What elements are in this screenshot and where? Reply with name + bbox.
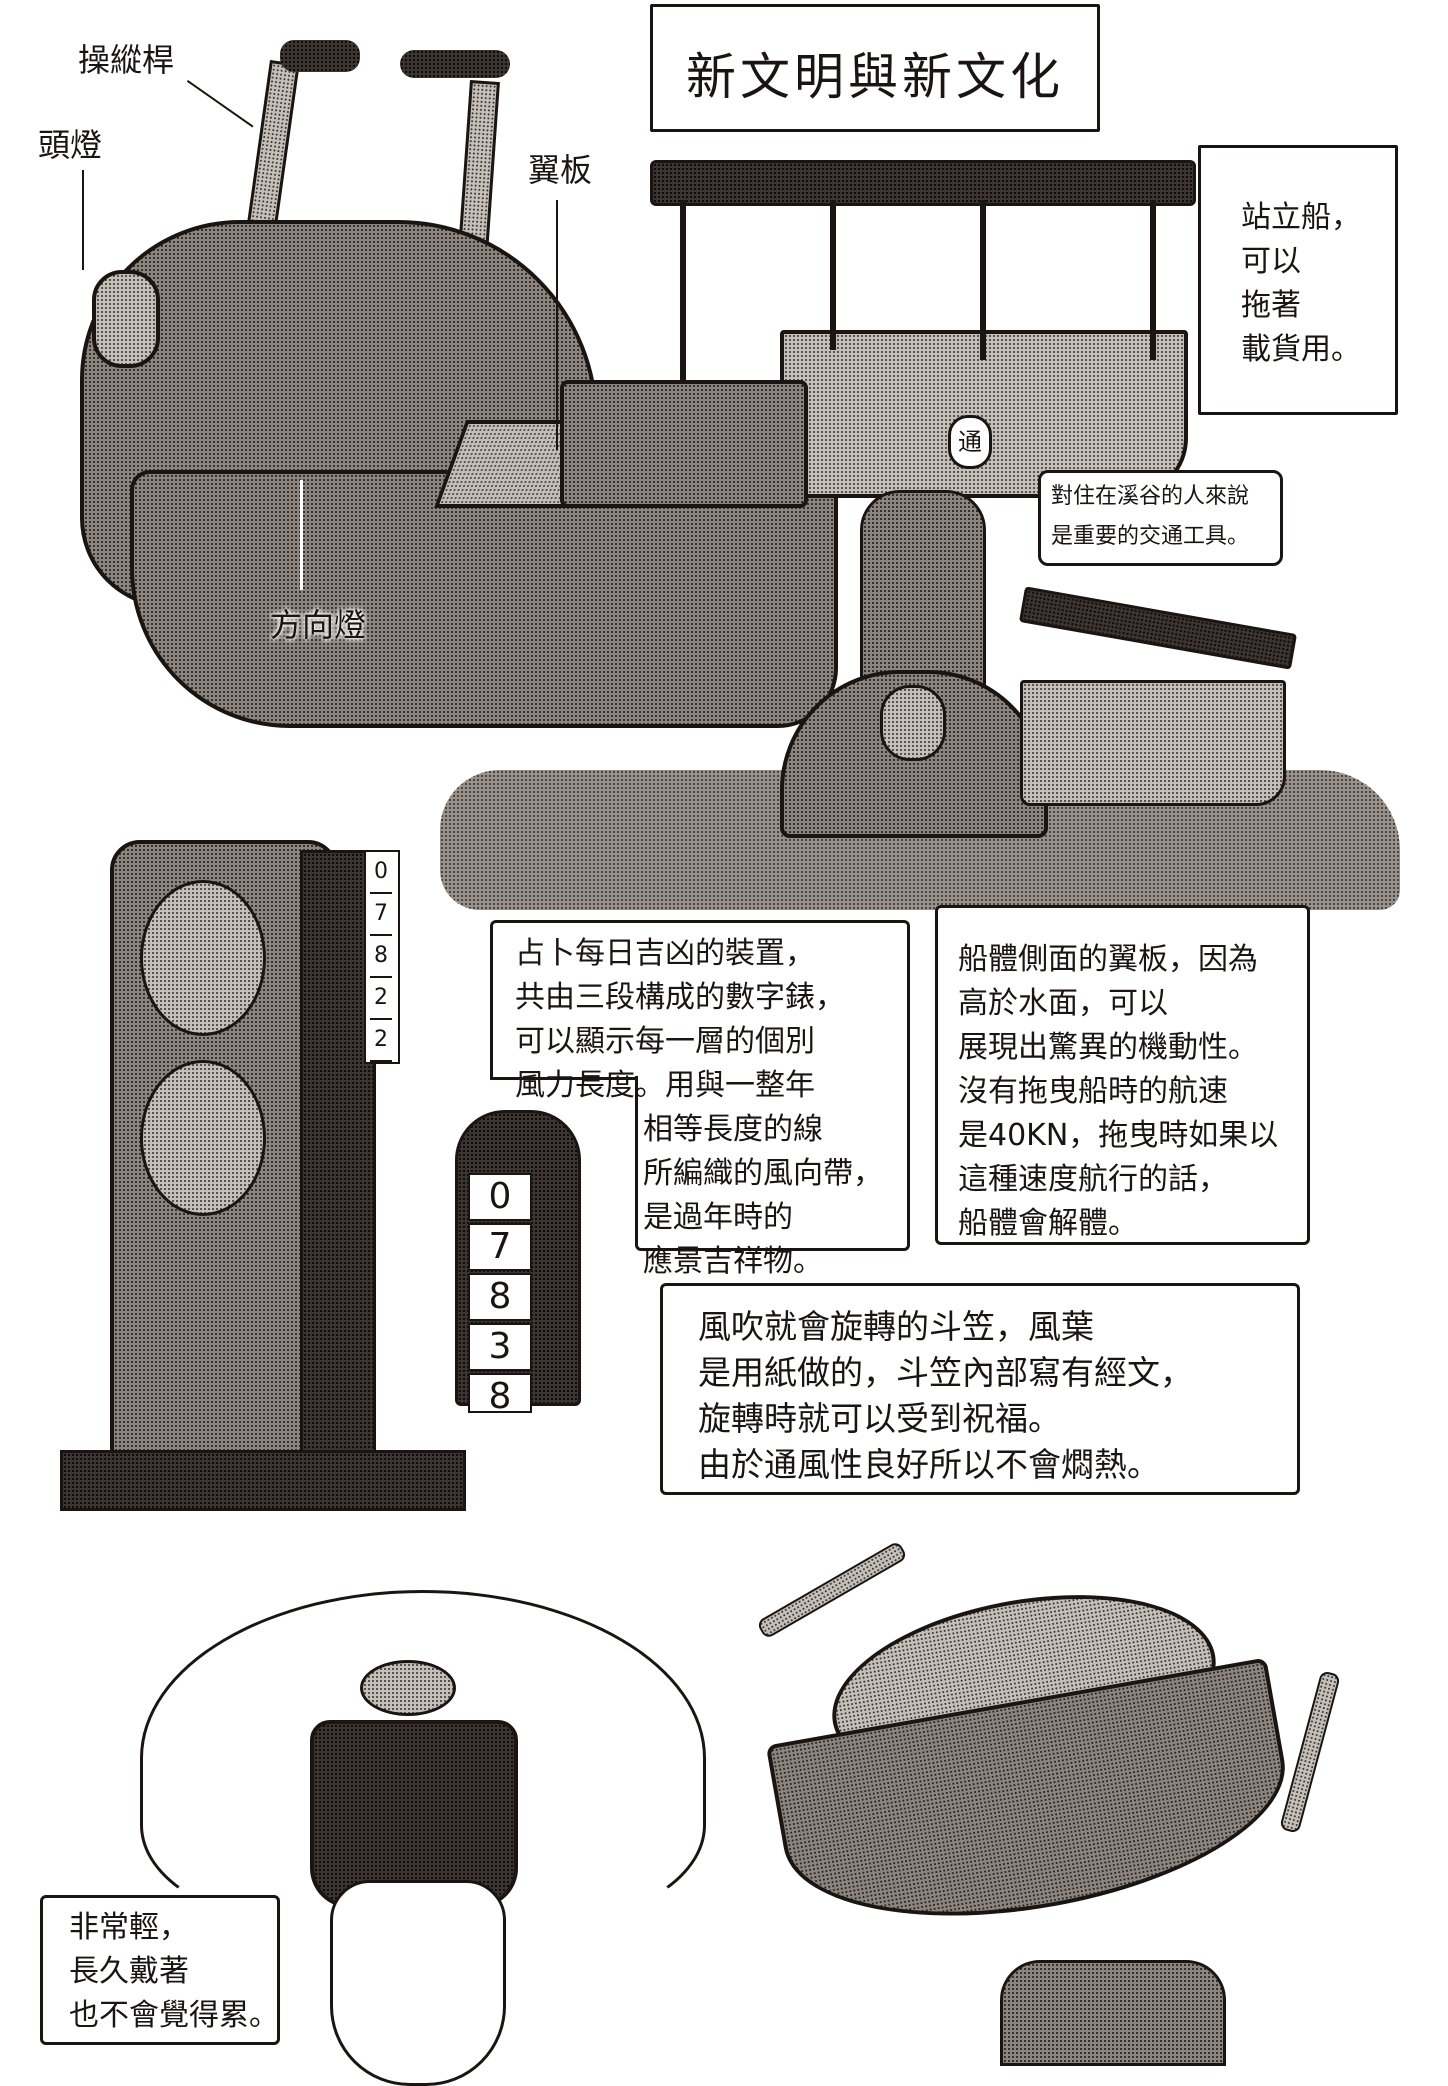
caption-line: 可以 [1241, 244, 1301, 279]
caption-line: 由於通風性良好所以不會燜熱。 [698, 1445, 1160, 1484]
handle-grip-left [280, 40, 360, 72]
side-digit: 8 [370, 936, 392, 978]
closeup-digit: 0 [468, 1173, 532, 1221]
leader-line [556, 200, 558, 450]
canopy-pole [980, 200, 986, 360]
closeup-digit: 8 [468, 1373, 532, 1417]
rider-boat-light [880, 685, 946, 761]
character-shoulder [1000, 1960, 1226, 2066]
page-title: 新文明與新文化 [686, 48, 1064, 106]
caption-line: 高於水面，可以 [958, 986, 1168, 1021]
trailer-badge: 通 [948, 415, 992, 469]
caption-line: 船體側面的翼板，因為 [958, 942, 1258, 977]
handle-grip-right [400, 50, 510, 78]
label-headlight: 頭燈 [38, 126, 103, 164]
label-wing-plate: 翼板 [528, 151, 593, 189]
trailer-hull [560, 380, 808, 508]
fan-lower [140, 1060, 266, 1216]
caption-line: 站立船， [1241, 200, 1361, 235]
caption-line: 對住在溪谷的人來說 [1051, 484, 1250, 509]
side-digit: 2 [370, 978, 392, 1020]
canopy-pole [680, 200, 686, 380]
face [330, 1880, 506, 2086]
caption-line: 是用紙做的，斗笠內部寫有經文， [698, 1353, 1193, 1392]
leader-line [300, 480, 303, 590]
label-turn-signal: 方向燈 [270, 606, 367, 644]
caption-line: 風力長度。用與一整年 [515, 1068, 815, 1103]
hat-spin-outline [140, 1590, 706, 1926]
side-digit-strip: 0 7 8 2 2 [364, 850, 400, 1064]
caption-line: 應景吉祥物。 [643, 1244, 823, 1279]
caption-valley-transport: 對住在溪谷的人來說 是重要的交通工具。 [1038, 470, 1283, 566]
rider-trailer-body [1020, 680, 1286, 806]
closeup-digit: 7 [468, 1223, 532, 1271]
caption-wing-plate-note: 船體側面的翼板，因為 高於水面，可以 展現出驚異的機動性。 沒有拖曳船時的航速 … [935, 905, 1310, 1245]
caption-line: 展現出驚異的機動性。 [958, 1030, 1258, 1065]
leader-line [82, 170, 84, 270]
caption-line: 是40KN，拖曳時如果以 [958, 1118, 1279, 1153]
side-digit: 7 [370, 894, 392, 936]
caption-line: 長久戴著 [69, 1954, 189, 1989]
rider-trailer-canopy [1018, 586, 1298, 670]
side-digit: 0 [370, 852, 392, 894]
caption-line: 風吹就會旋轉的斗笠，風葉 [698, 1307, 1094, 1346]
trailer-badge-glyph: 通 [958, 428, 982, 456]
caption-line: 船體會解體。 [958, 1206, 1138, 1241]
caption-light-hat: 非常輕， 長久戴著 也不會覺得累。 [40, 1895, 280, 2045]
caption-standing-boat: 站立船， 可以 拖著 載貨用。 [1198, 145, 1398, 415]
label-control-stick: 操縱桿 [78, 41, 175, 79]
caption-line: 旋轉時就可以受到祝福。 [698, 1399, 1061, 1438]
rotate-arrow-left [755, 1540, 909, 1640]
canopy-pole [1150, 200, 1156, 360]
caption-line: 共由三段構成的數字錶， [515, 980, 845, 1015]
closeup-digit: 3 [468, 1323, 532, 1371]
tower-column [300, 850, 376, 1466]
trailer-canopy [650, 160, 1196, 206]
caption-line: 沒有拖曳船時的航速 [958, 1074, 1228, 1109]
hat-body [310, 1720, 518, 1908]
hat-top-disc [360, 1660, 456, 1716]
caption-line: 相等長度的線 [643, 1112, 823, 1147]
closeup-digit: 8 [468, 1273, 532, 1321]
tower-base [60, 1450, 466, 1511]
caption-line: 拖著 [1241, 288, 1301, 323]
caption-line: 可以顯示每一層的個別 [515, 1024, 815, 1059]
hat-side-view [740, 1520, 1360, 2066]
rider-scene [400, 470, 1448, 910]
caption-line: 所編織的風向帶， [643, 1156, 883, 1191]
caption-spinning-hat: 風吹就會旋轉的斗笠，風葉 是用紙做的，斗笠內部寫有經文， 旋轉時就可以受到祝福。… [660, 1283, 1300, 1495]
digit-closeup: 0 7 8 3 8 [455, 1110, 581, 1417]
caption-line: 載貨用。 [1241, 332, 1361, 367]
side-digit: 2 [370, 1020, 392, 1062]
caption-line: 占卜每日吉凶的裝置， [515, 936, 815, 971]
boat-hull-lower [130, 470, 838, 728]
fortune-tower: 0 7 8 2 2 [60, 800, 466, 1511]
caption-border [493, 1077, 638, 1080]
caption-line: 非常輕， [69, 1910, 189, 1945]
caption-line: 這種速度航行的話， [958, 1162, 1228, 1197]
title-box: 新文明與新文化 [650, 4, 1100, 132]
fan-upper [140, 880, 266, 1036]
canopy-pole [830, 200, 836, 350]
boat-illustration: 通 操縱桿 頭燈 翼板 方向燈 [0, 0, 1448, 800]
rotate-arrow-right [1279, 1670, 1341, 1834]
caption-fortune-device-lower [635, 1076, 910, 1251]
headlight [92, 270, 160, 368]
water-waves [440, 770, 1400, 910]
caption-fortune-device [490, 920, 910, 1080]
leader-line [186, 80, 254, 128]
caption-line: 是過年時的 [643, 1200, 793, 1235]
caption-line: 是重要的交通工具。 [1051, 524, 1250, 549]
caption-line: 也不會覺得累。 [69, 1998, 279, 2033]
